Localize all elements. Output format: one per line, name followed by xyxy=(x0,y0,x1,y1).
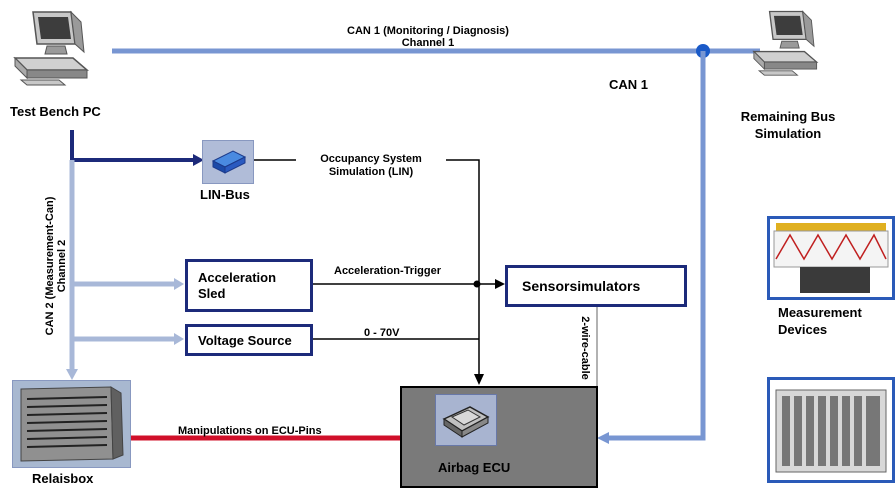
can2-channel: Channel 2 xyxy=(56,239,68,293)
ecu-arrowhead xyxy=(474,374,484,385)
two-wire-cable-label: 2-wire-cable xyxy=(578,316,591,380)
voltage-source-box: Voltage Source xyxy=(185,324,313,356)
trigger-junction-dot xyxy=(473,280,481,288)
can1-bus-label: CAN 1 (Monitoring / Diagnosis) Channel 1 xyxy=(318,25,538,49)
can2-title: CAN 2 (Measurement-Can) xyxy=(44,196,56,336)
relaisbox-icon xyxy=(20,386,124,462)
lin-bus-device xyxy=(202,140,254,184)
measurement-device-top xyxy=(767,216,895,300)
occupancy-line2: Simulation (LIN) xyxy=(328,166,414,178)
acceleration-sled-box: Acceleration Sled xyxy=(185,259,313,312)
can2-arrowhead xyxy=(66,369,78,380)
ecu-chip-icon xyxy=(442,406,490,438)
lin-bus-label: LIN-Bus xyxy=(200,187,250,202)
acceleration-trigger-label: Acceleration-Trigger xyxy=(334,265,441,277)
manipulations-label: Manipulations on ECU-Pins xyxy=(178,425,322,437)
pc-to-lin-line xyxy=(70,130,196,162)
can1-to-ecu-line xyxy=(608,51,706,441)
test-bench-pc-label: Test Bench PC xyxy=(10,104,101,119)
oscilloscope-icon xyxy=(773,223,889,293)
airbag-ecu-label: Airbag ECU xyxy=(438,460,511,475)
measurement-device-bottom xyxy=(767,377,895,483)
relaisbox-device xyxy=(12,380,131,468)
can1-arrowhead xyxy=(597,432,609,444)
can2-voltage-arrowhead xyxy=(174,333,184,345)
relaisbox-label: Relaisbox xyxy=(32,471,94,486)
can1-channel: Channel 1 xyxy=(401,37,455,49)
airbag-ecu-box: Airbag ECU xyxy=(400,386,598,488)
can2-sled-arrowhead xyxy=(174,278,184,290)
trigger-arrowhead xyxy=(495,279,505,289)
remaining-bus-label: Remaining Bus Simulation xyxy=(740,109,836,141)
test-bench-pc-icon xyxy=(13,10,90,86)
airbag-ecu-chip-panel xyxy=(435,394,497,446)
remaining-bus-pc-icon xyxy=(752,10,819,76)
lin-arrowhead xyxy=(193,154,204,166)
can1-short-label: CAN 1 xyxy=(609,77,649,92)
measurement-devices-label: Measurement Devices xyxy=(778,305,862,337)
voltage-range-label: 0 - 70V xyxy=(364,327,400,339)
pxi-chassis-icon xyxy=(775,389,887,473)
occupancy-line1: Occupancy System xyxy=(320,153,422,165)
sensorsimulators-box: Sensorsimulators xyxy=(505,265,687,307)
can1-title: CAN 1 (Monitoring / Diagnosis) xyxy=(347,25,509,37)
can2-bus-label: CAN 2 (Measurement-Can) Channel 2 xyxy=(44,176,68,356)
occupancy-label: Occupancy System Simulation (LIN) xyxy=(296,153,446,179)
lin-bus-icon xyxy=(211,150,247,174)
